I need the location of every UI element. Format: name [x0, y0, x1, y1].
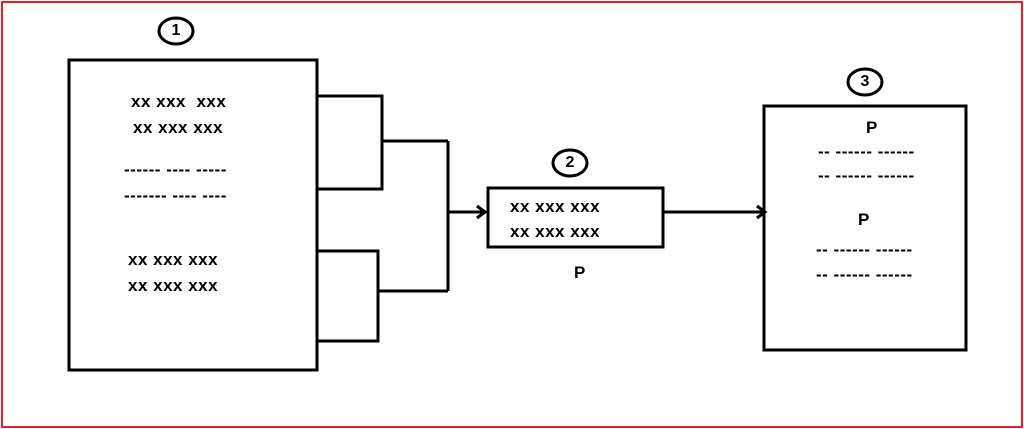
bracket-upper	[317, 94, 384, 191]
box-3	[762, 104, 968, 352]
number-label-2: 2	[565, 154, 575, 171]
box-2-text-1: xx xxx xxx	[510, 197, 601, 216]
number-circle-3	[846, 67, 884, 97]
box-3-line-3: -- ------ ------	[816, 240, 913, 259]
box-2-text-2: xx xxx xxx	[510, 222, 601, 241]
box-3-line-2: -- ------ ------	[818, 166, 915, 185]
box-1	[67, 58, 319, 372]
box-2	[486, 186, 665, 249]
box-3-heading-2: P	[858, 210, 870, 229]
arrowhead-to-box-2	[476, 204, 488, 220]
bracket-lower	[317, 249, 380, 343]
box-1-text-a1: xx xxx xxx	[131, 92, 227, 111]
box-3-line-4: -- ------ ------	[816, 265, 913, 284]
box-3-heading-1: P	[866, 118, 878, 137]
box-1-text-c1: xx xxx xxx	[128, 250, 219, 269]
box-2-caption: P	[574, 263, 586, 282]
box-1-text-b2: ------- ---- ----	[124, 186, 227, 205]
box-1-text-b1: ------ ---- -----	[124, 160, 227, 179]
number-circle-1	[157, 16, 195, 46]
box-1-text-c2: xx xxx xxx	[128, 276, 219, 295]
number-label-3: 3	[860, 73, 870, 90]
box-3-line-1: -- ------ ------	[818, 142, 915, 161]
number-circle-2	[551, 148, 589, 178]
number-label-1: 1	[171, 22, 181, 39]
box-1-text-a2: xx xxx xxx	[133, 118, 224, 137]
